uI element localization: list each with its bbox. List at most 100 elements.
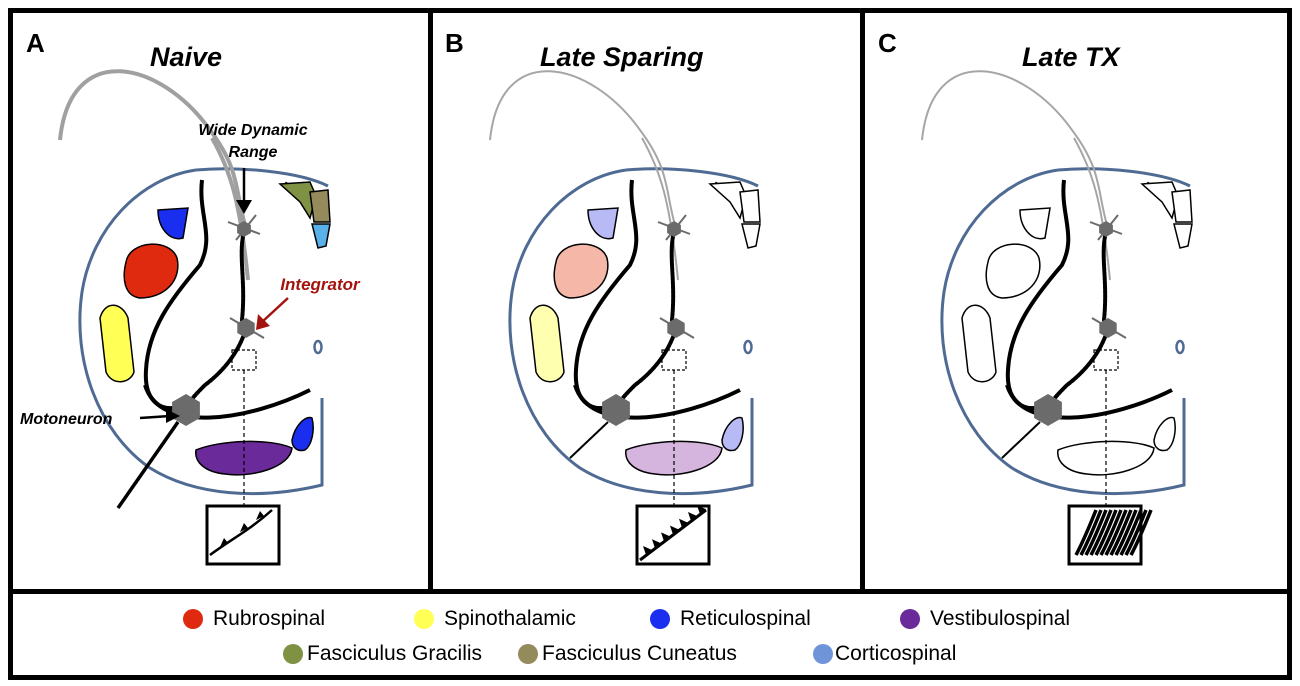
legend-label: Spinothalamic	[444, 607, 576, 630]
inset-spine	[240, 523, 248, 532]
motor-axon	[1001, 421, 1041, 459]
legend-item-fasciculus-gracilis: Fasciculus Gracilis	[283, 642, 482, 666]
motoneuron	[172, 394, 200, 426]
fasciculus-cuneatus	[1171, 189, 1193, 223]
inset-dendrite	[639, 508, 707, 562]
vestibulospinal-tract	[1057, 440, 1155, 476]
legend-label: Fasciculus Cuneatus	[542, 642, 737, 665]
legend-item-corticospinal: Corticospinal	[813, 642, 956, 666]
motoneuron	[602, 394, 630, 426]
legend-label: Vestibulospinal	[930, 607, 1071, 630]
legend-divider	[13, 589, 1287, 594]
legend-item-spinothalamic: Spinothalamic	[414, 607, 576, 631]
legend-item-fasciculus-cuneatus: Fasciculus Cuneatus	[518, 642, 737, 666]
motor-axon	[116, 420, 180, 510]
legend-item-reticulospinal: Reticulospinal	[650, 607, 811, 631]
legend-item-rubrospinal: Rubrospinal	[183, 607, 325, 631]
integrator-dendrite	[229, 317, 265, 339]
ventral-horn-border	[573, 384, 741, 420]
fasciculus-cuneatus	[309, 189, 331, 223]
panel-divider-1	[428, 13, 433, 592]
wdr-dendrite	[657, 221, 691, 235]
rubrospinal-tract	[985, 243, 1041, 299]
spinothalamic-tract	[529, 304, 565, 383]
wide-dynamic-range-label: Wide Dynamic Range	[198, 122, 308, 161]
swatch-rubrospinal	[183, 609, 203, 629]
rubrospinal-tract	[123, 243, 179, 299]
central-canal	[743, 339, 753, 355]
panel-a-arrows	[139, 168, 289, 423]
ventral-reticulospinal-tract	[291, 416, 314, 452]
afferent-fiber	[489, 70, 676, 226]
motoneuron-arrow-shaft	[139, 414, 171, 420]
afferent-branch	[641, 137, 679, 281]
panel-title-naive: Naive	[150, 42, 223, 72]
swatch-fasciculus-cuneatus	[518, 644, 538, 664]
integrator-axon	[186, 326, 248, 407]
spacer	[1022, 380, 1162, 396]
legend-label: Fasciculus Gracilis	[307, 642, 483, 665]
wdr-arrow-head	[236, 200, 252, 214]
panel-a-drawing	[58, 69, 331, 566]
inset-spine	[661, 532, 670, 542]
panel-divider-2	[860, 13, 865, 592]
integrator-dendrite	[1091, 317, 1127, 339]
wdr-dendrite	[665, 214, 687, 241]
motoneuron	[1034, 394, 1062, 426]
inset-spine	[1099, 509, 1123, 556]
central-canal	[1175, 339, 1185, 355]
swatch-spinothalamic	[414, 609, 434, 629]
legend-item-vestibulospinal: Vestibulospinal	[900, 607, 1070, 631]
inset-spine	[652, 539, 661, 549]
afferent-fiber	[921, 70, 1108, 226]
panel-c-drawing	[921, 70, 1193, 566]
panel-letter-b: B	[445, 28, 464, 58]
swatch-vestibulospinal	[900, 609, 920, 629]
integrator-arrow-head	[256, 314, 270, 330]
afferent-branch	[1073, 137, 1111, 281]
inset-spine	[1104, 509, 1128, 556]
panel-b-drawing	[489, 70, 761, 566]
white-matter-outline	[78, 168, 324, 496]
inset-spine	[1129, 509, 1153, 556]
legend-label: Corticospinal	[835, 642, 957, 665]
inset-spine	[670, 525, 679, 535]
afferent-branch	[210, 137, 250, 281]
spinothalamic-tract	[99, 304, 135, 383]
inset-spine	[1119, 509, 1143, 556]
ventral-horn-border	[143, 384, 311, 420]
ventral-horn-border	[1005, 384, 1173, 420]
afferent-fiber	[58, 69, 247, 226]
integrator-label: Integrator	[280, 275, 360, 294]
white-matter-outline	[508, 168, 754, 496]
inset-spine	[643, 546, 652, 555]
dorsal-outline	[625, 167, 759, 188]
legend-label: Rubrospinal	[213, 607, 326, 630]
integrator-axon	[616, 326, 678, 407]
reticulospinal-tract	[1019, 207, 1051, 240]
white-matter-outline	[940, 168, 1186, 496]
integrator-arrow-shaft	[261, 297, 289, 323]
corticospinal-tract	[1173, 223, 1193, 249]
inset-dendrite	[209, 509, 273, 557]
motoneuron-arrow-head	[166, 409, 180, 423]
vestibulospinal-tract	[195, 440, 293, 476]
ventral-reticulospinal-tract	[1153, 416, 1176, 452]
dorsal-outline	[1057, 167, 1191, 188]
wdr-axon	[669, 230, 676, 322]
inset-spine	[679, 518, 688, 528]
inset-spine	[1084, 509, 1108, 556]
corticospinal-tract	[311, 223, 331, 249]
spinothalamic-tract	[961, 304, 997, 383]
inset-spine	[1114, 509, 1138, 556]
integrator-dendrite	[659, 317, 695, 339]
inset-spine	[220, 538, 228, 547]
inset-spine	[1074, 509, 1098, 556]
reticulospinal-tract	[587, 207, 619, 240]
legend: Rubrospinal Spinothalamic Reticulospinal…	[13, 597, 1287, 675]
legend-label: Reticulospinal	[680, 607, 811, 630]
panel-title-late-tx: Late TX	[1022, 42, 1120, 72]
inset-spine	[688, 512, 697, 521]
inset-spine	[1079, 509, 1103, 556]
